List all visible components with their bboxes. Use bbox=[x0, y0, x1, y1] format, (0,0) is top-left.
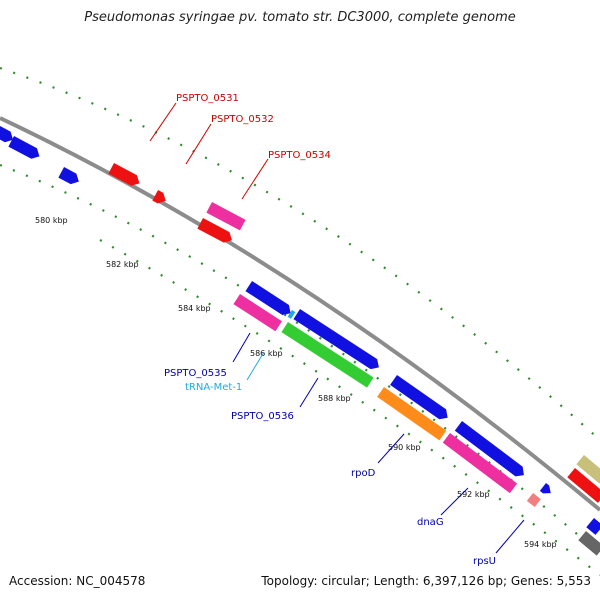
kbp-label: 586 kbp bbox=[250, 349, 283, 358]
feature-gray-edge[interactable] bbox=[578, 531, 600, 556]
feature-red-0533[interactable] bbox=[197, 218, 234, 245]
feature-blue-2[interactable] bbox=[8, 136, 42, 162]
map-title: Pseudomonas syringae pv. tomato str. DC3… bbox=[84, 10, 516, 25]
leader-line bbox=[495, 519, 525, 554]
gene-label-rpsu[interactable]: rpsU bbox=[473, 556, 496, 567]
feature-blue-588[interactable] bbox=[390, 375, 451, 423]
feature-blue-small-593[interactable] bbox=[539, 483, 554, 497]
feature-dnag[interactable] bbox=[442, 433, 518, 494]
leader-line bbox=[241, 158, 269, 200]
gene-label-pspto-0531[interactable]: PSPTO_0531 bbox=[176, 93, 239, 104]
feature-blue-edge[interactable] bbox=[586, 518, 600, 535]
feature-trna-met-1[interactable] bbox=[287, 310, 296, 319]
gene-label-pspto-0536[interactable]: PSPTO_0536 bbox=[231, 411, 294, 422]
gene-label-rpod[interactable]: rpoD bbox=[351, 468, 376, 479]
tick-row-inner-lower bbox=[99, 239, 600, 576]
kbp-label: 580 kbp bbox=[35, 216, 68, 225]
kbp-label: 592 kbp bbox=[457, 490, 490, 499]
gene-label-pspto-0532[interactable]: PSPTO_0532 bbox=[211, 114, 274, 125]
feature-blue-591[interactable] bbox=[454, 421, 528, 480]
kbp-label: 590 kbp bbox=[388, 443, 421, 452]
kbp-label: 584 kbp bbox=[178, 304, 211, 313]
feature-rpsu[interactable] bbox=[526, 493, 541, 508]
feature-blue-3[interactable] bbox=[58, 167, 81, 187]
kbp-label: 594 kbp bbox=[524, 540, 557, 549]
feature-pspto-0534[interactable] bbox=[206, 202, 246, 231]
feature-pspto-0536[interactable] bbox=[281, 322, 374, 388]
leader-line bbox=[299, 377, 319, 408]
accession-text: Accession: NC_004578 bbox=[9, 574, 146, 588]
gene-label-pspto-0535[interactable]: PSPTO_0535 bbox=[164, 368, 227, 379]
leader-line bbox=[246, 351, 265, 381]
feature-pspto-0531[interactable] bbox=[108, 163, 142, 189]
feature-olive[interactable] bbox=[576, 455, 600, 484]
feature-pspto-0532[interactable] bbox=[152, 190, 168, 206]
feature-rpod[interactable] bbox=[377, 387, 447, 441]
feature-red-edge[interactable] bbox=[567, 468, 600, 503]
gene-label-trna-met-1[interactable]: tRNA-Met-1 bbox=[185, 382, 242, 393]
leader-line bbox=[440, 487, 469, 516]
tick-row-outer bbox=[0, 66, 600, 441]
gene-label-pspto-0534[interactable]: PSPTO_0534 bbox=[268, 150, 331, 161]
leader-line bbox=[377, 433, 405, 464]
feature-blue-584[interactable] bbox=[245, 281, 293, 318]
leader-line bbox=[232, 332, 251, 363]
genome-stats-text: Topology: circular; Length: 6,397,126 bp… bbox=[261, 574, 591, 588]
leader-line bbox=[149, 102, 177, 142]
leader-line bbox=[185, 123, 212, 165]
gene-label-dnag[interactable]: dnaG bbox=[417, 517, 444, 528]
genome-backbone bbox=[0, 116, 600, 512]
feature-blue-1[interactable] bbox=[0, 126, 16, 145]
kbp-label: 588 kbp bbox=[318, 394, 351, 403]
feature-blue-big[interactable] bbox=[293, 309, 382, 372]
kbp-label: 582 kbp bbox=[106, 260, 139, 269]
tick-row-inner-upper bbox=[0, 163, 591, 546]
feature-pspto-0535[interactable] bbox=[233, 294, 282, 332]
